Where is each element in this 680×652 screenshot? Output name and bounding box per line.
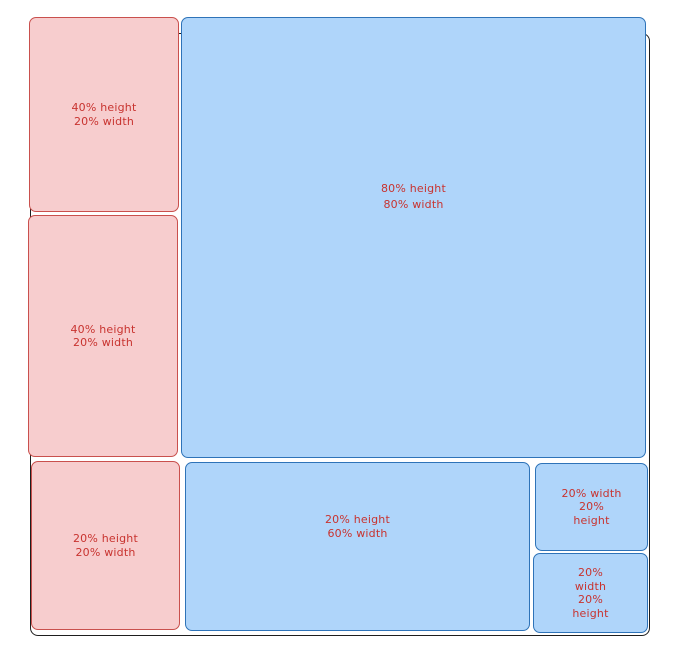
box-main: 80% height 80% width [181,17,646,458]
box-bottom-middle: 20% height 60% width [185,462,530,631]
box-bottom-right-bottom-label: 20% width 20% height [572,566,609,620]
box-bottom-right-top: 20% width 20% height [535,463,648,551]
box-left-top: 40% height 20% width [29,17,179,212]
box-bottom-middle-label: 20% height 60% width [324,513,390,540]
box-bottom-left: 20% height 20% width [31,461,180,630]
box-bottom-right-top-label: 20% width 20% height [561,486,622,527]
box-main-label: 80% height 80% width [380,182,446,211]
box-left-top-label: 40% height 20% width [71,101,137,128]
box-bottom-left-label: 20% height 20% width [72,532,138,559]
box-left-middle-label: 40% height 20% width [70,322,136,350]
box-bottom-right-bottom: 20% width 20% height [533,553,648,633]
box-left-middle: 40% height 20% width [28,215,178,457]
